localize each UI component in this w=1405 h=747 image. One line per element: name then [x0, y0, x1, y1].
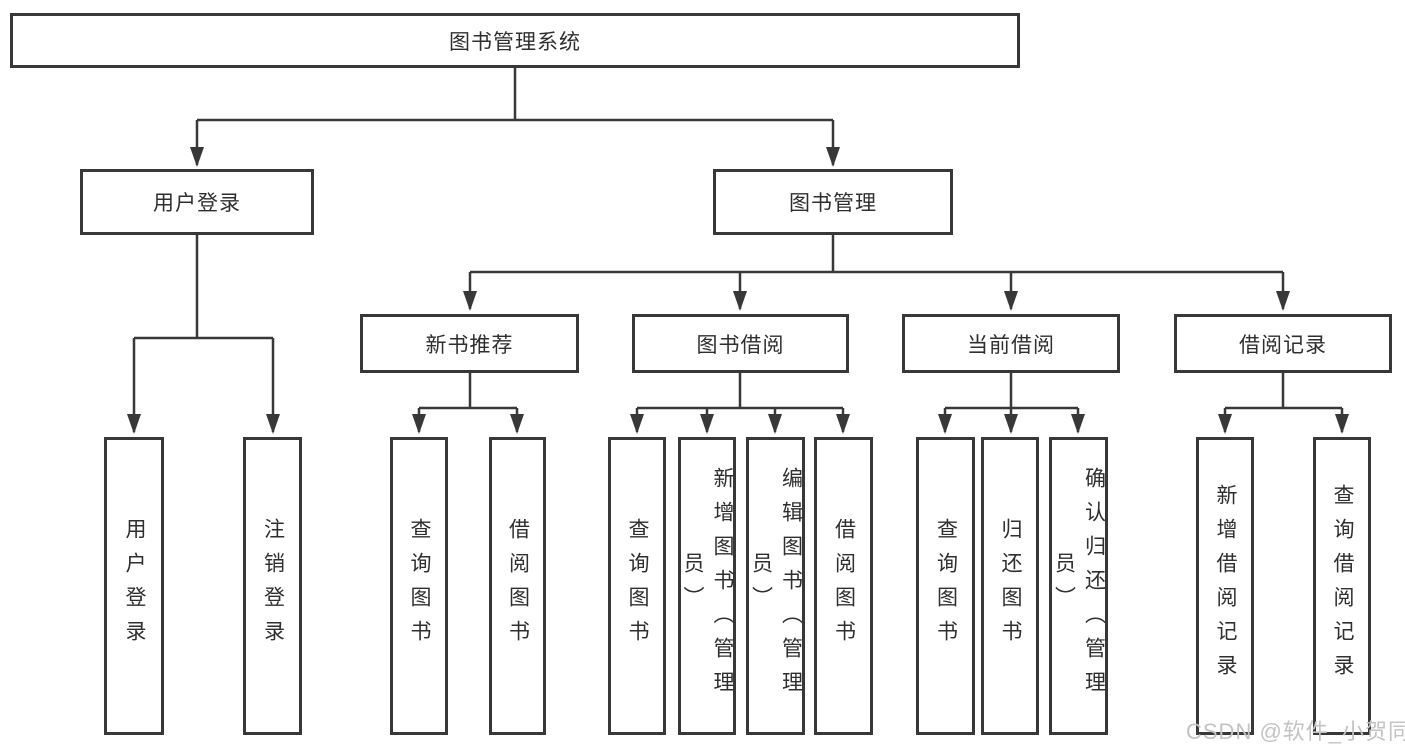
- leaf-borrow-books: 借阅图书: [814, 437, 873, 735]
- leaf-query-borrow-record: 查询借阅记录: [1313, 437, 1371, 735]
- leaf-query-books-recommend: 查询图书: [390, 437, 448, 735]
- leaf-add-books-admin: 新增图书（管理员）: [678, 437, 736, 735]
- leaf-logout: 注销登录: [243, 437, 302, 735]
- node-new-book-recommend: 新书推荐: [360, 314, 579, 373]
- leaf-return-books: 归还图书: [981, 437, 1039, 735]
- node-current-borrow: 当前借阅: [902, 314, 1120, 373]
- leaf-query-books-borrow: 查询图书: [608, 437, 666, 735]
- node-book-borrow: 图书借阅: [632, 314, 849, 373]
- leaf-add-borrow-record: 新增借阅记录: [1196, 437, 1254, 735]
- node-library-system: 图书管理系统: [10, 13, 1020, 68]
- csdn-watermark: CSDN @软件_小贺同学: [1186, 719, 1405, 744]
- node-book-management: 图书管理: [713, 169, 953, 235]
- node-borrow-records: 借阅记录: [1174, 314, 1392, 373]
- leaf-confirm-return-admin: 确认归还（管理员）: [1049, 437, 1108, 735]
- node-user-login: 用户登录: [80, 169, 314, 235]
- leaf-borrow-books-recommend: 借阅图书: [489, 437, 546, 735]
- leaf-edit-books-admin: 编辑图书（管理员）: [746, 437, 805, 735]
- leaf-user-login: 用户登录: [104, 437, 164, 735]
- leaf-query-books-current: 查询图书: [916, 437, 975, 735]
